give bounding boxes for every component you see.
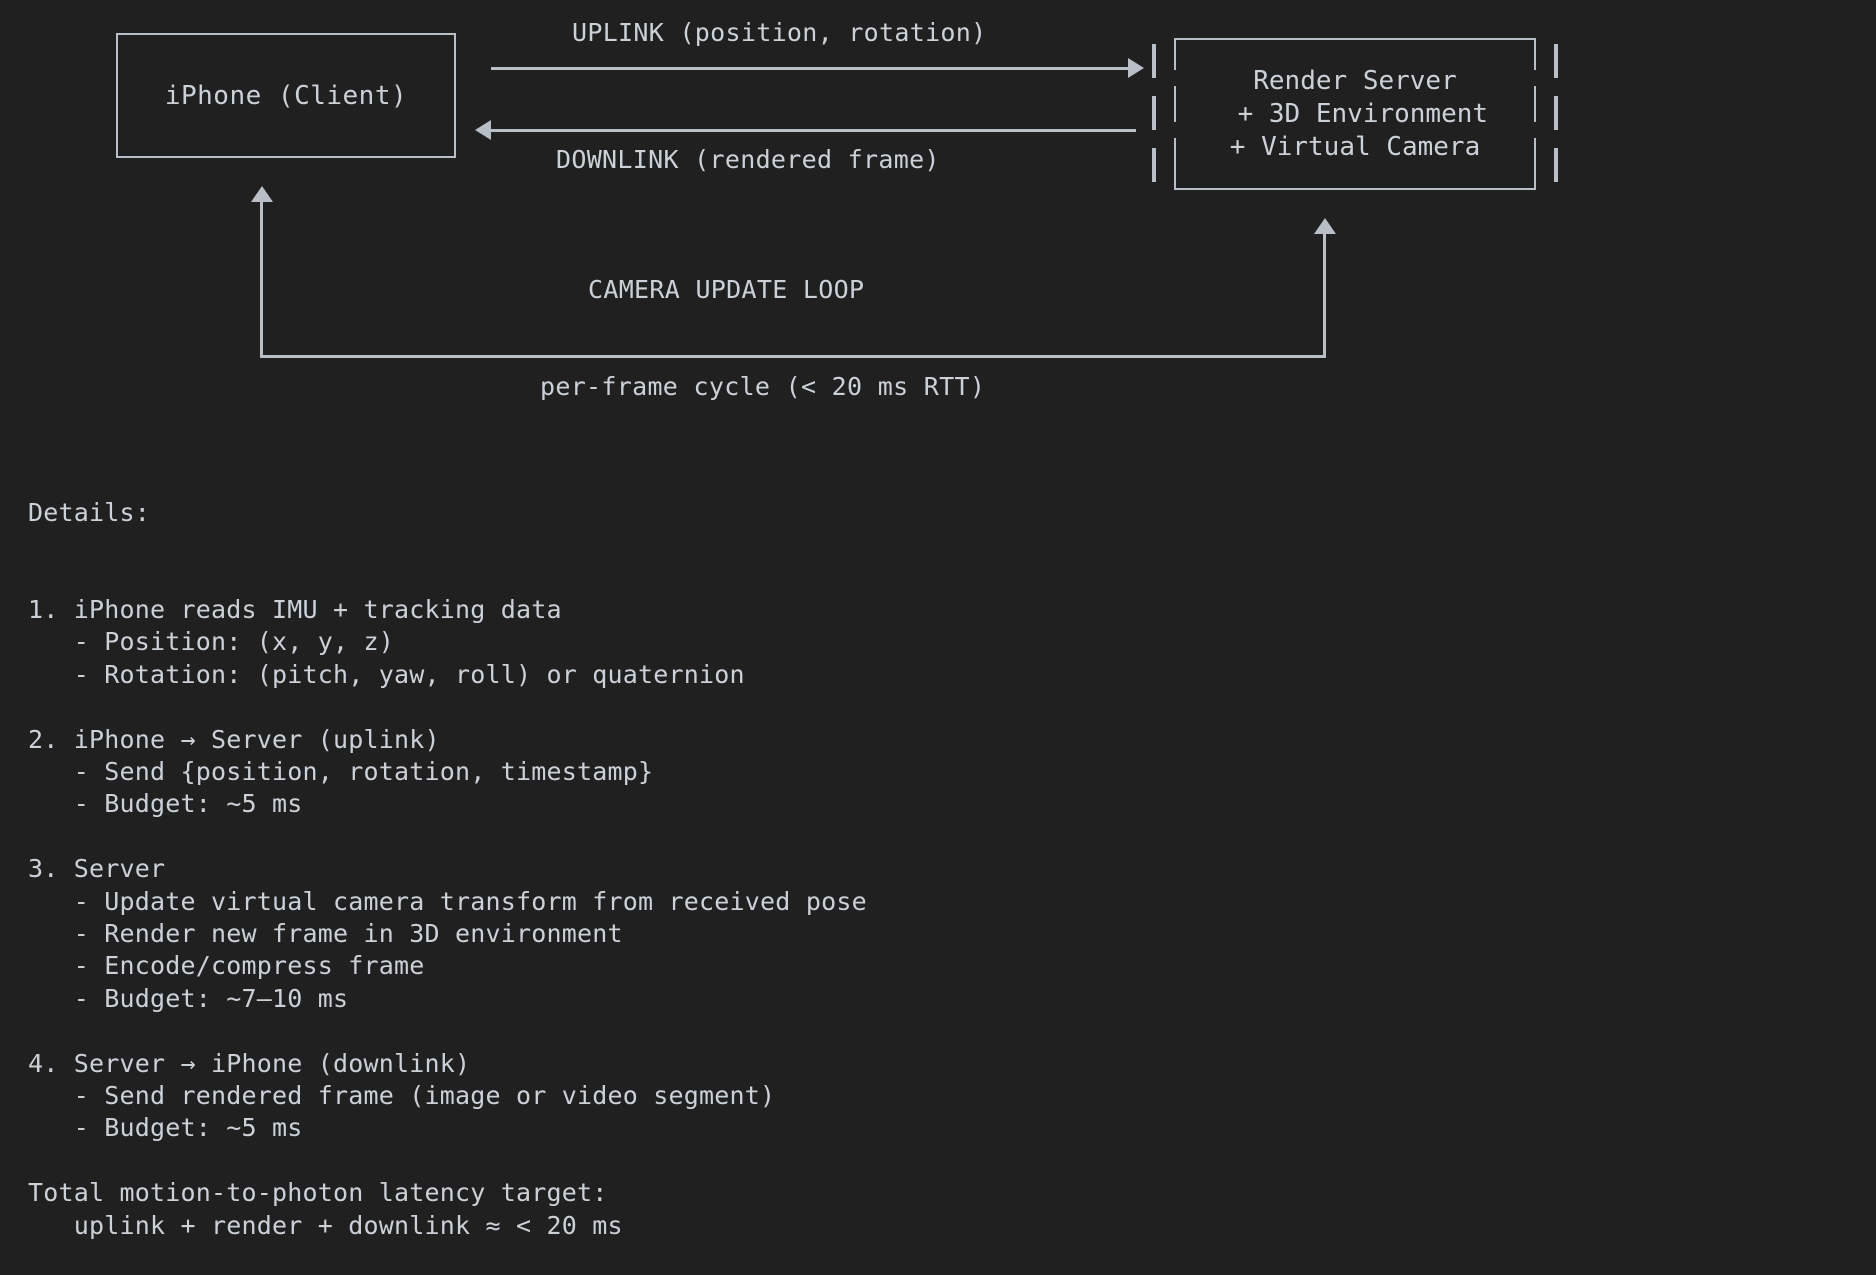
- details-line: - Encode/compress frame: [28, 951, 425, 981]
- loop-left-arrow-head: [251, 186, 273, 202]
- loop-right-riser: [1323, 232, 1326, 356]
- server-box-right-pipes: [1554, 42, 1558, 186]
- details-line: - Send {position, rotation, timestamp}: [28, 757, 654, 787]
- details-blank-line: [28, 1145, 1848, 1177]
- details-line-list: 1. iPhone reads IMU + tracking data - Po…: [28, 594, 1848, 1242]
- client-node-box: iPhone (Client): [116, 33, 456, 158]
- server-node-inner: Render Server + 3D Environment + Virtual…: [1174, 38, 1536, 190]
- details-line: - Budget: ~7–10 ms: [28, 983, 349, 1013]
- per-frame-cycle-label: per-frame cycle (< 20 ms RTT): [540, 372, 986, 401]
- details-line: - Position: (x, y, z): [28, 627, 395, 657]
- camera-update-loop-label: CAMERA UPDATE LOOP: [588, 275, 865, 304]
- client-node-label: iPhone (Client): [164, 80, 408, 111]
- details-line: - Send rendered frame (image or video se…: [28, 1081, 776, 1111]
- uplink-arrow-line: [491, 67, 1136, 70]
- details-line: Total motion-to-photon latency target:: [28, 1178, 608, 1208]
- details-line: 2. iPhone → Server (uplink): [28, 724, 440, 754]
- details-blank-line: [28, 821, 1848, 853]
- details-section: Details: 1. iPhone reads IMU + tracking …: [28, 432, 1848, 1275]
- server-line-3: + Virtual Camera: [1229, 131, 1481, 162]
- server-line-2: + 3D Environment: [1221, 98, 1489, 129]
- uplink-label: UPLINK (position, rotation): [572, 18, 987, 47]
- architecture-diagram: iPhone (Client) UPLINK (position, rotati…: [0, 0, 1876, 420]
- server-line-1: Render Server: [1253, 65, 1457, 96]
- details-line: - Update virtual camera transform from r…: [28, 886, 867, 916]
- details-line: 3. Server: [28, 854, 166, 884]
- details-line: 1. iPhone reads IMU + tracking data: [28, 595, 562, 625]
- downlink-arrow-line: [490, 129, 1136, 132]
- uplink-arrow-head: [1128, 58, 1144, 78]
- details-line: - Budget: ~5 ms: [28, 789, 303, 819]
- server-node-box: Render Server + 3D Environment + Virtual…: [1140, 30, 1570, 198]
- details-blank-line: [28, 1015, 1848, 1047]
- loop-left-riser: [260, 200, 263, 358]
- loop-bottom-rail: [260, 355, 1326, 358]
- details-line: - Budget: ~5 ms: [28, 1113, 303, 1143]
- server-box-left-pipes: [1152, 42, 1156, 186]
- details-line: uplink + render + downlink ≈ < 20 ms: [28, 1210, 623, 1240]
- downlink-label: DOWNLINK (rendered frame): [556, 145, 940, 174]
- details-blank-line: [28, 691, 1848, 723]
- details-heading: Details:: [28, 497, 151, 527]
- downlink-arrow-head: [475, 120, 491, 140]
- loop-right-arrow-head: [1314, 218, 1336, 234]
- details-line: 4. Server → iPhone (downlink): [28, 1048, 471, 1078]
- details-line: - Rotation: (pitch, yaw, roll) or quater…: [28, 659, 745, 689]
- details-line: - Render new frame in 3D environment: [28, 919, 623, 949]
